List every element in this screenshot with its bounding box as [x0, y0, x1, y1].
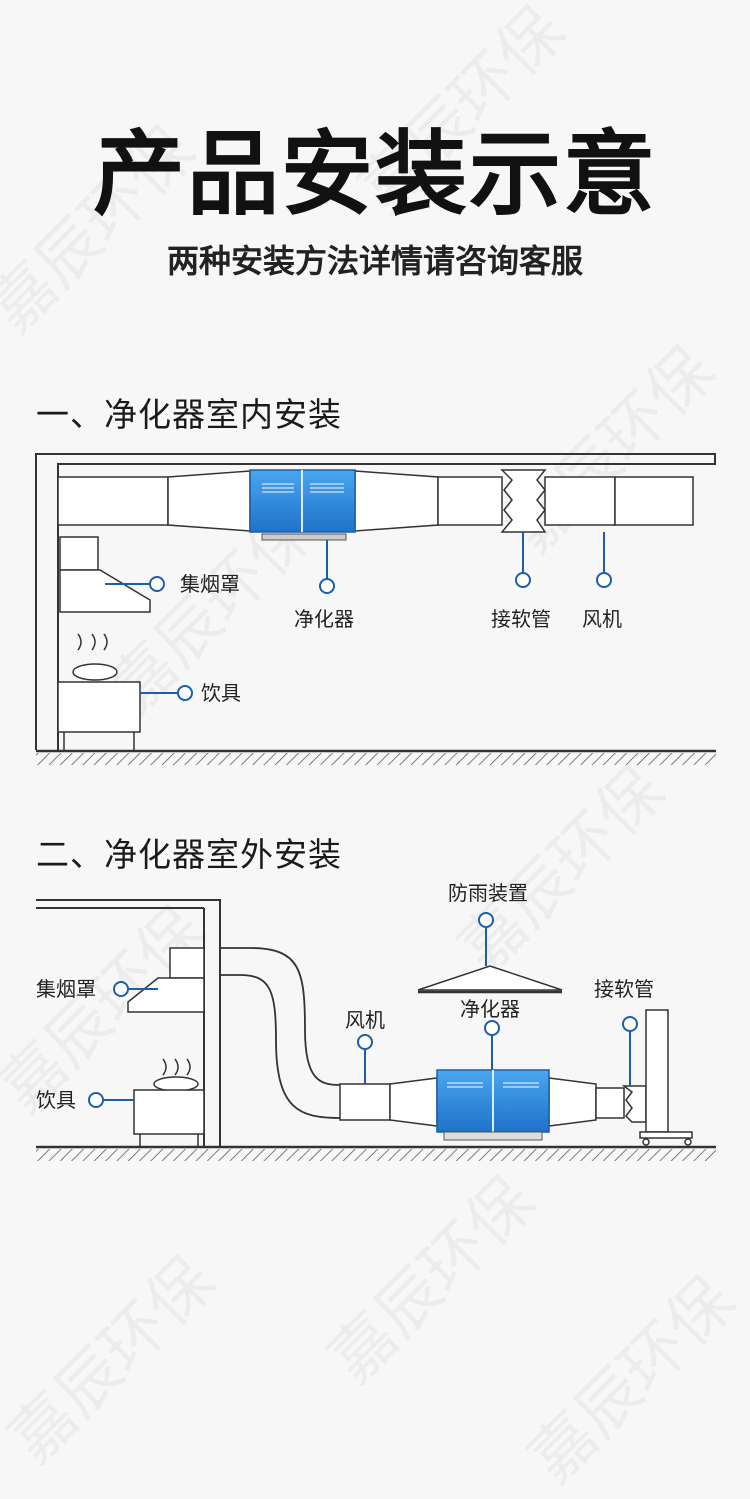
indoor-callouts	[105, 532, 612, 701]
outdoor-purifier-label: 净化器	[460, 997, 520, 1021]
outdoor-fan	[339, 1083, 391, 1121]
outdoor-flex-pipe-label: 接软管	[594, 977, 654, 1001]
outdoor-section-title: 二、净化器室外安装	[36, 835, 342, 874]
outdoor-stove	[133, 1058, 205, 1147]
outdoor-exhaust-tower	[639, 1009, 693, 1146]
indoor-stove	[57, 633, 141, 750]
indoor-section-title: 一、净化器室内安装	[36, 395, 342, 434]
indoor-flex-pipe	[500, 469, 547, 533]
indoor-diagram: 集烟罩 饮具 净化器 接软管 风机	[35, 453, 716, 765]
page-title: 产品安装示意	[92, 121, 657, 228]
outdoor-hood	[127, 947, 205, 1013]
outdoor-curved-duct	[220, 947, 341, 1119]
indoor-hood	[59, 536, 151, 613]
indoor-flex-pipe-label: 接软管	[491, 607, 551, 631]
page-subtitle: 两种安装方法详情请咨询客服	[166, 242, 583, 280]
outdoor-rain-cover	[417, 965, 563, 994]
indoor-ducts	[57, 470, 694, 532]
indoor-stove-label: 饮具	[201, 681, 241, 705]
outdoor-callouts	[88, 912, 638, 1108]
indoor-purifier	[249, 469, 356, 541]
watermark: 嘉辰环保	[505, 1253, 750, 1499]
outdoor-ducts	[389, 1077, 625, 1127]
outdoor-floor	[36, 1145, 716, 1161]
indoor-floor	[36, 749, 716, 765]
indoor-purifier-label: 净化器	[294, 607, 354, 631]
outdoor-fan-label: 风机	[345, 1008, 385, 1032]
outdoor-hood-label: 集烟罩	[36, 977, 96, 1001]
outdoor-purifier	[436, 1069, 550, 1141]
outdoor-rain-cover-label: 防雨装置	[448, 881, 528, 905]
outdoor-stove-label: 饮具	[36, 1088, 76, 1112]
watermark: 嘉辰环保	[0, 1233, 231, 1479]
indoor-fan-label: 风机	[582, 607, 622, 631]
indoor-hood-label: 集烟罩	[180, 572, 240, 596]
outdoor-flex-pipe	[621, 1085, 647, 1123]
outdoor-diagram: 集烟罩 饮具 风机 防雨装置 净化器 接软管	[36, 881, 716, 1161]
